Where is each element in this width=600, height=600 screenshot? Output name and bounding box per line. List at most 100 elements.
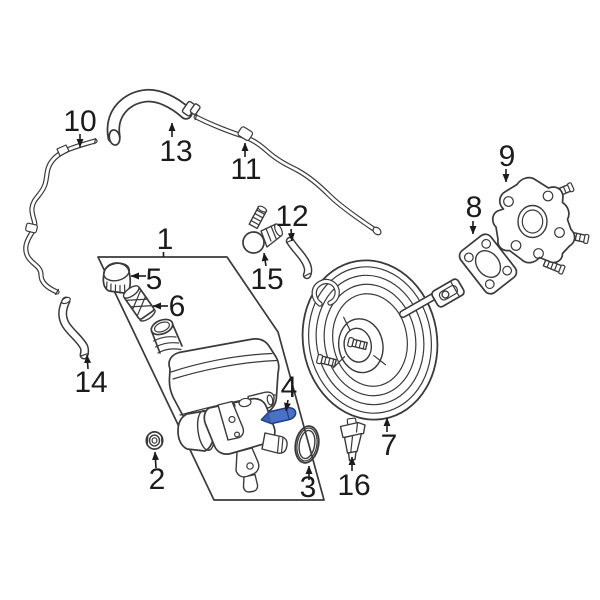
- reservoir-shape: [150, 330, 161, 354]
- part-2-nut[interactable]: [145, 431, 164, 450]
- callout-10[interactable]: 10: [63, 105, 97, 148]
- callout-5[interactable]: 5: [130, 263, 163, 296]
- reservoir-shape: [172, 359, 278, 380]
- hose-opening: [61, 296, 71, 305]
- callout-9-label[interactable]: 9: [499, 140, 516, 173]
- part-10-tube-shape: [93, 138, 97, 145]
- part-2-nut-shape: [145, 431, 164, 450]
- callout-16[interactable]: 16: [337, 456, 371, 502]
- booster-clevis: [431, 278, 465, 308]
- part-9-flange[interactable]: [491, 176, 590, 275]
- part-5-cap[interactable]: [102, 261, 132, 294]
- reservoir-shape: [152, 336, 177, 342]
- part-12-hose[interactable]: [285, 236, 313, 280]
- callout-3[interactable]: 3: [300, 465, 317, 504]
- callout-2[interactable]: 2: [149, 451, 166, 496]
- master-cylinder-body[interactable]: [177, 397, 288, 493]
- callout-11-label[interactable]: 11: [230, 153, 261, 186]
- callout-13-label[interactable]: 13: [159, 135, 192, 168]
- flange-stud-shape: [550, 261, 554, 270]
- part-7-booster-shape: [301, 259, 439, 421]
- callout-9[interactable]: 9: [499, 140, 516, 183]
- part-15-fitting[interactable]: [242, 205, 284, 254]
- callout-8[interactable]: 8: [466, 191, 483, 235]
- master-cylinder-body-shape: [246, 462, 254, 470]
- part-3-oring[interactable]: [292, 424, 321, 464]
- callout-1[interactable]: 1: [157, 223, 174, 257]
- part-16-sensor-shape: [343, 432, 363, 454]
- callout-15-arrow: [261, 252, 269, 267]
- part-14-hose[interactable]: [58, 296, 90, 360]
- reservoir-shape: [171, 323, 183, 347]
- master-cylinder-body-shape: [234, 431, 241, 438]
- callout-15[interactable]: 15: [250, 252, 284, 296]
- callout-2-label[interactable]: 2: [149, 463, 166, 496]
- part-2-nut-shape: [151, 437, 158, 444]
- part-10-tube-shape: [24, 139, 97, 294]
- part-7-booster[interactable]: [290, 250, 465, 431]
- callout-12-arrow: [287, 228, 295, 242]
- part-1-assembly-box[interactable]: [97, 256, 325, 501]
- part-13-hose-shape: [108, 90, 191, 142]
- flange-stud-shape: [558, 264, 566, 275]
- part-1-assembly-box-shape: [97, 256, 325, 501]
- part-16-sensor[interactable]: [339, 417, 366, 462]
- hose-fitting-tip: [189, 103, 201, 116]
- callout-6-label[interactable]: 6: [169, 290, 186, 323]
- master-cylinder-body-shape: [280, 436, 284, 454]
- part-15-fitting-shape-shape: [256, 209, 266, 215]
- callout-12[interactable]: 12: [275, 200, 309, 242]
- part-14-hose-shape: [59, 298, 88, 358]
- callout-10-label[interactable]: 10: [63, 105, 96, 138]
- part-13-hose[interactable]: [106, 88, 201, 146]
- callout-16-label[interactable]: 16: [337, 469, 370, 502]
- booster-stud-shape: [327, 357, 331, 366]
- flange-stud: [542, 258, 566, 275]
- part-7-booster-shape-shape: [332, 293, 408, 387]
- callout-13[interactable]: 13: [159, 122, 193, 168]
- part-12-hose-shape: [287, 238, 311, 278]
- tube-bracket: [56, 144, 70, 157]
- reservoir-shape: [157, 348, 182, 354]
- callout-14[interactable]: 14: [74, 354, 108, 399]
- callout-4[interactable]: 4: [281, 371, 298, 412]
- part-8-gasket[interactable]: [457, 231, 520, 296]
- part-3-oring-shape: [298, 429, 316, 460]
- part-11-tube[interactable]: [193, 113, 382, 236]
- reservoir-shape: [266, 394, 274, 406]
- part-3-oring-shape: [296, 427, 318, 462]
- callout-8-label[interactable]: 8: [466, 191, 483, 224]
- booster-stud-shape: [316, 353, 324, 365]
- part-6-strainer[interactable]: [122, 284, 157, 324]
- part-10-tube[interactable]: [23, 138, 98, 295]
- part-15-fitting-shape: [265, 227, 272, 242]
- outlet-barrel: [261, 432, 288, 454]
- part-14-hose-shape: [80, 353, 88, 357]
- callout-14-label[interactable]: 14: [74, 366, 107, 399]
- master-cylinder-body-shape: [228, 415, 236, 424]
- callout-7-label[interactable]: 7: [381, 429, 398, 462]
- callout-4-label[interactable]: 4: [281, 371, 298, 404]
- booster-hub: [337, 318, 384, 374]
- callout-11[interactable]: 11: [230, 142, 262, 186]
- part-7-booster-shape-shape: [307, 266, 433, 414]
- callout-5-label[interactable]: 5: [146, 263, 163, 296]
- fitting-collar-end: [274, 223, 283, 237]
- part-2-nut-shape: [148, 434, 161, 447]
- mounting-bracket: [217, 400, 245, 441]
- callout-15-label[interactable]: 15: [250, 263, 283, 296]
- callout-6[interactable]: 6: [152, 290, 186, 323]
- flange-stud-shape: [578, 233, 582, 242]
- part-3-oring-shape: [294, 425, 320, 464]
- part-7-booster-shape-shape: [343, 327, 373, 363]
- part-10-tube-shape: [23, 138, 98, 295]
- booster-stud-shape: [323, 356, 327, 365]
- callout-12-label[interactable]: 12: [275, 200, 308, 233]
- booster-stud-shape: [354, 339, 358, 348]
- callout-7[interactable]: 7: [381, 417, 398, 462]
- booster-stud: [347, 336, 368, 351]
- booster-clevis-shape: [438, 284, 459, 301]
- part-15-fitting-shape-shape: [254, 212, 264, 219]
- callout-3-label[interactable]: 3: [300, 471, 317, 504]
- callout-1-label[interactable]: 1: [157, 223, 174, 256]
